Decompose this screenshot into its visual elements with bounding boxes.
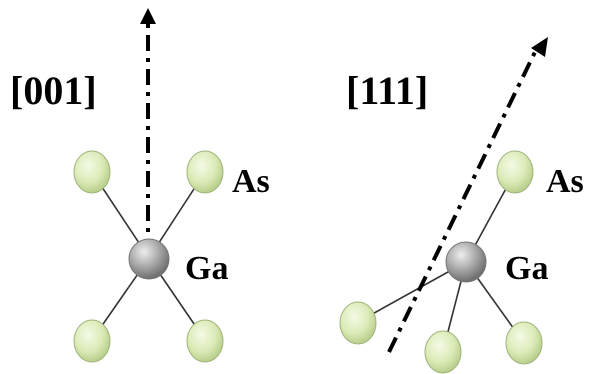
as-atom xyxy=(73,319,111,363)
as-atom xyxy=(505,321,543,365)
as-atom xyxy=(73,150,111,194)
as-atom xyxy=(496,150,534,194)
as-label: As xyxy=(232,163,270,200)
as-atom xyxy=(339,301,377,345)
ga-label: Ga xyxy=(185,250,228,287)
ga-atom xyxy=(128,238,170,280)
as-atom xyxy=(186,319,224,363)
as-atom xyxy=(424,330,462,374)
arrowhead-111 xyxy=(531,37,548,57)
ga-label: Ga xyxy=(505,250,548,287)
as-atom xyxy=(186,150,224,194)
as-label: As xyxy=(546,163,584,200)
panel-111: [111] As Ga xyxy=(339,37,584,374)
bond-ga-as-left xyxy=(357,261,467,323)
bonds-111 xyxy=(357,171,525,352)
panel-001: [001] As Ga xyxy=(10,8,270,363)
ga-atom xyxy=(445,241,487,283)
direction-label-111: [111] xyxy=(346,68,428,113)
direction-label-001: [001] xyxy=(10,68,97,113)
arrowhead-001 xyxy=(140,8,156,24)
direction-axis-111 xyxy=(387,49,538,353)
